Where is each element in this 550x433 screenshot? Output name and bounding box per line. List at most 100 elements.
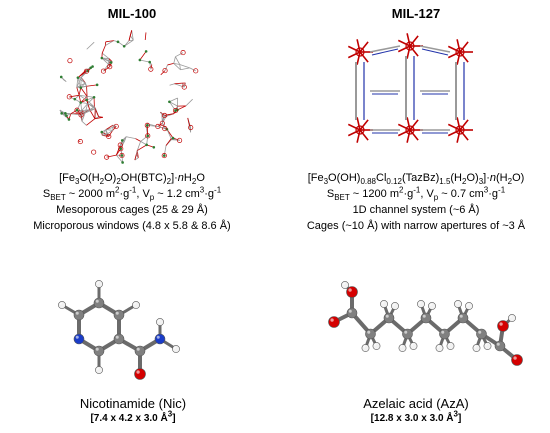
linker xyxy=(419,45,451,53)
framework-bond xyxy=(173,63,180,65)
hydrogen-atom-highlight xyxy=(374,343,377,346)
framework-bond xyxy=(173,63,181,71)
cluster-ring xyxy=(181,84,187,90)
framework-bond xyxy=(146,135,149,145)
framework-bond xyxy=(101,45,106,54)
cluster-ring xyxy=(188,124,194,131)
hydrogen-atom xyxy=(446,342,455,350)
mil127-surface-area: SBET ~ 1200 m2·g-1, Vp ~ 0.7 cm3·g-1 xyxy=(326,185,506,203)
framework-bond xyxy=(185,98,193,107)
hydrogen-atom-highlight xyxy=(59,302,62,305)
cluster-ring xyxy=(66,94,72,100)
carbon-atom-highlight xyxy=(478,330,482,334)
hydrogen-atom xyxy=(508,314,516,322)
metal-node xyxy=(89,66,92,70)
metal-node xyxy=(85,98,88,102)
fe-cluster xyxy=(455,125,465,135)
fe-cluster-bond xyxy=(456,129,461,143)
metal-node xyxy=(64,112,67,115)
mil100-windows: Microporous windows (4.8 x 5.8 & 8.6 Å) xyxy=(33,220,231,232)
framework-bond xyxy=(136,150,138,155)
mil100-formula: [Fe3O(H2O)2OH(BTC)2]·nH2O xyxy=(59,172,205,187)
metal-node xyxy=(73,97,77,101)
fe-cluster-bond xyxy=(406,45,411,59)
carbon-atom xyxy=(420,312,432,324)
framework-bond xyxy=(80,96,88,103)
framework-bond xyxy=(77,77,86,84)
framework-bond xyxy=(84,103,89,114)
metal-node xyxy=(95,83,99,87)
oxygen-atom-highlight xyxy=(499,322,503,326)
framework-bond xyxy=(189,67,196,72)
metal-node xyxy=(168,100,171,104)
framework-bond xyxy=(81,121,87,126)
linker xyxy=(371,48,399,56)
carbon-atom-highlight xyxy=(75,311,79,315)
fe-cluster-bond xyxy=(359,129,369,141)
fe-cluster xyxy=(405,125,415,135)
framework-bond xyxy=(112,126,117,131)
mil100-cages: Mesoporous cages (25 & 29 Å) xyxy=(56,204,208,216)
hydrogen-atom-highlight xyxy=(133,302,136,305)
fe-cluster-bond xyxy=(409,129,419,141)
fe-cluster-bond xyxy=(359,119,369,131)
framework-bond xyxy=(129,30,133,36)
hydrogen-atom xyxy=(361,344,370,352)
fe-cluster-bond xyxy=(456,117,461,131)
metal-node xyxy=(138,58,142,62)
framework-bond xyxy=(157,126,165,129)
framework-bond xyxy=(105,129,113,131)
framework-bond xyxy=(173,56,176,64)
carbon-atom-highlight xyxy=(422,314,426,318)
hydrogen-atom-highlight xyxy=(342,282,345,285)
carbon-atom xyxy=(457,312,469,324)
framework-bond xyxy=(139,51,147,61)
framework-bond xyxy=(78,94,87,101)
hydrogen-atom xyxy=(472,344,481,352)
framework-bond xyxy=(76,82,86,88)
cluster-ring xyxy=(193,68,199,74)
fe-cluster-bond xyxy=(459,119,469,131)
framework-bond xyxy=(162,123,166,129)
carbon-atom-highlight xyxy=(95,347,99,351)
carbon-atom-highlight xyxy=(115,311,119,315)
metal-node xyxy=(116,40,120,44)
framework-bond xyxy=(177,105,187,111)
cluster-ring xyxy=(100,68,107,74)
framework-bond xyxy=(79,94,88,97)
hydrogen-atom-highlight xyxy=(381,301,384,304)
framework-bond xyxy=(76,102,82,111)
carbon-atom-highlight xyxy=(348,309,352,313)
framework-bond xyxy=(80,102,83,111)
framework-bond xyxy=(179,64,190,69)
framework-bond xyxy=(126,136,136,140)
fe-cluster-bond xyxy=(447,129,461,137)
framework-bond xyxy=(180,67,190,71)
framework-bond xyxy=(108,58,110,65)
mil127-cages: Cages (~10 Å) with narrow apertures of ~… xyxy=(306,220,526,232)
hydrogen-atom xyxy=(341,281,349,289)
hydrogen-atom-highlight xyxy=(411,343,414,346)
carbon-atom-highlight xyxy=(496,342,500,346)
metal-node xyxy=(109,61,113,64)
framework-bond xyxy=(81,103,89,111)
framework-bond xyxy=(166,129,172,139)
framework-bond xyxy=(169,97,178,103)
metal-node xyxy=(100,56,104,60)
framework-bond xyxy=(131,30,134,41)
nitrogen-atom-highlight xyxy=(156,335,160,339)
metal-node xyxy=(79,86,83,89)
cluster-ring xyxy=(148,66,154,72)
nicotinamide-size: [7.4 x 4.2 x 3.0 Å3] xyxy=(90,409,176,424)
oxygen-atom xyxy=(328,316,340,328)
fe-cluster-bond xyxy=(397,45,411,53)
oxygen-atom xyxy=(497,320,509,332)
nicotinamide-name: Nicotinamide (Nic) xyxy=(79,396,187,411)
fe-cluster-bond xyxy=(409,35,419,47)
metal-node xyxy=(146,134,150,138)
hydrogen-atom-highlight xyxy=(429,303,432,306)
fe-cluster-bond xyxy=(356,129,361,143)
